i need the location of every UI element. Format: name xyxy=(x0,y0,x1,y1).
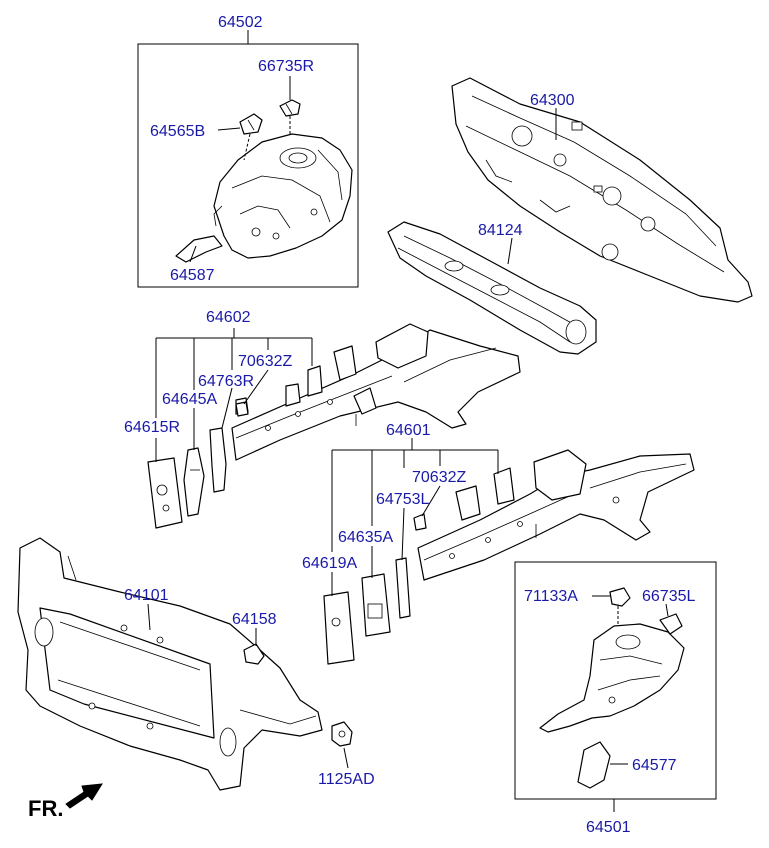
label-66735L: 66735L xyxy=(642,588,695,605)
label-84124: 84124 xyxy=(478,222,523,239)
label-64602: 64602 xyxy=(206,309,251,326)
part-dash-panel-64300 xyxy=(451,77,753,303)
part-64619A xyxy=(323,591,355,665)
label-64763R: 64763R xyxy=(198,373,254,390)
label-64577: 64577 xyxy=(632,757,677,774)
part-bolt-1125AD xyxy=(331,721,353,747)
label-64502: 64502 xyxy=(218,14,263,31)
part-wheelhouse-right xyxy=(213,133,353,259)
part-64635A xyxy=(361,573,391,637)
label-64158: 64158 xyxy=(232,611,277,628)
label-64601: 64601 xyxy=(386,422,431,439)
part-64158 xyxy=(243,643,265,665)
label-64300: 64300 xyxy=(530,92,575,109)
label-70632Z-bottom: 70632Z xyxy=(412,469,466,486)
part-64763R xyxy=(209,427,227,493)
part-70632Z-top xyxy=(235,401,249,417)
label-64645A: 64645A xyxy=(162,391,217,408)
part-66735L xyxy=(659,613,683,635)
part-64645A xyxy=(183,447,205,517)
part-cowl-84124 xyxy=(387,221,597,355)
part-radiator-support-64101 xyxy=(17,537,323,791)
label-64587: 64587 xyxy=(170,267,215,284)
label-64635A: 64635A xyxy=(338,529,393,546)
label-66735R: 66735R xyxy=(258,58,314,75)
part-66735R xyxy=(279,99,301,117)
group-box-64501 xyxy=(514,561,717,800)
part-64753L xyxy=(395,557,411,619)
part-64587 xyxy=(175,235,223,263)
label-64101: 64101 xyxy=(124,587,169,604)
label-64565B: 64565B xyxy=(150,123,205,140)
label-64615R: 64615R xyxy=(124,419,180,436)
part-71133A xyxy=(609,587,631,607)
part-64577 xyxy=(577,741,611,789)
part-64565B xyxy=(239,113,263,135)
part-side-member-64601 xyxy=(413,449,695,581)
label-64619A: 64619A xyxy=(302,555,357,572)
label-70632Z-top: 70632Z xyxy=(238,353,292,370)
label-64501: 64501 xyxy=(586,819,631,836)
part-wheelhouse-left xyxy=(539,623,685,733)
label-71133A: 71133A xyxy=(524,588,578,605)
front-marker-label: FR. xyxy=(28,796,63,821)
label-64753L: 64753L xyxy=(376,491,429,508)
label-1125AD: 1125AD xyxy=(318,771,375,788)
arrow-icon xyxy=(65,783,103,809)
part-side-member-64602 xyxy=(231,323,521,461)
part-64615R xyxy=(147,457,183,529)
